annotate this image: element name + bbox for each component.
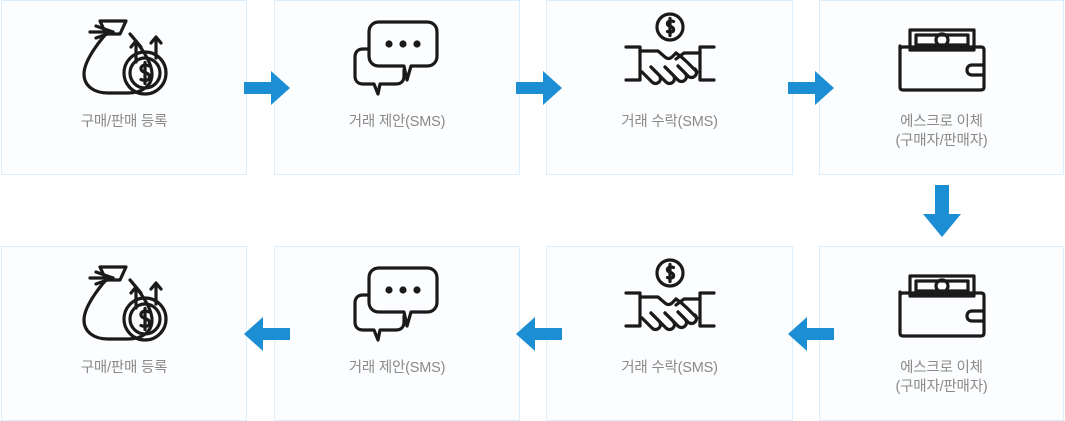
flow-step-card-purchase-sale-registration[interactable]: 구매/판매 등록 bbox=[1, 0, 247, 175]
wallet-cash-icon bbox=[820, 247, 1063, 359]
flow-step-label: 거래 제안(SMS) bbox=[348, 114, 446, 130]
arrow-right-icon-1 bbox=[243, 66, 291, 110]
arrow-right-icon-2 bbox=[515, 66, 563, 110]
flow-step-card-transaction-offer-sms[interactable]: 거래 제안(SMS) bbox=[274, 0, 520, 175]
flow-step-card-transaction-accept-sms-return[interactable]: 거래 수락(SMS) bbox=[546, 246, 793, 421]
flow-step-label: 에스크로 이체 (구매자/판매자) bbox=[895, 114, 988, 149]
handshake-money-icon bbox=[547, 247, 792, 359]
arrow-down-icon bbox=[916, 184, 968, 238]
arrow-left-icon-3 bbox=[787, 312, 835, 356]
flow-step-card-transaction-offer-sms-return[interactable]: 거래 제안(SMS) bbox=[274, 246, 520, 421]
arrow-left-icon-2 bbox=[515, 312, 563, 356]
flow-step-card-escrow-transfer[interactable]: 에스크로 이체 (구매자/판매자) bbox=[819, 0, 1064, 175]
speech-bubbles-icon bbox=[275, 1, 519, 113]
flow-step-label: 구매/판매 등록 bbox=[80, 114, 168, 130]
handshake-money-icon bbox=[547, 1, 792, 113]
money-bag-icon bbox=[2, 247, 246, 359]
flow-step-label: 거래 수락(SMS) bbox=[621, 360, 718, 376]
wallet-cash-icon bbox=[820, 1, 1063, 113]
flow-step-card-transaction-accept-sms[interactable]: 거래 수락(SMS) bbox=[546, 0, 793, 175]
money-bag-icon bbox=[2, 1, 246, 113]
flow-step-label: 에스크로 이체 (구매자/판매자) bbox=[895, 360, 988, 395]
arrow-left-icon-1 bbox=[243, 312, 291, 356]
flow-step-label: 거래 수락(SMS) bbox=[621, 114, 718, 130]
flow-step-card-escrow-transfer-return[interactable]: 에스크로 이체 (구매자/판매자) bbox=[819, 246, 1064, 421]
flow-step-card-purchase-sale-registration-return[interactable]: 구매/판매 등록 bbox=[1, 246, 247, 421]
arrow-right-icon-3 bbox=[787, 66, 835, 110]
flow-step-label: 거래 제안(SMS) bbox=[348, 360, 446, 376]
flow-row-top: 구매/판매 등록 거래 제안(SMS) bbox=[0, 0, 1065, 175]
flow-step-label: 구매/판매 등록 bbox=[80, 360, 168, 376]
speech-bubbles-icon bbox=[275, 247, 519, 359]
